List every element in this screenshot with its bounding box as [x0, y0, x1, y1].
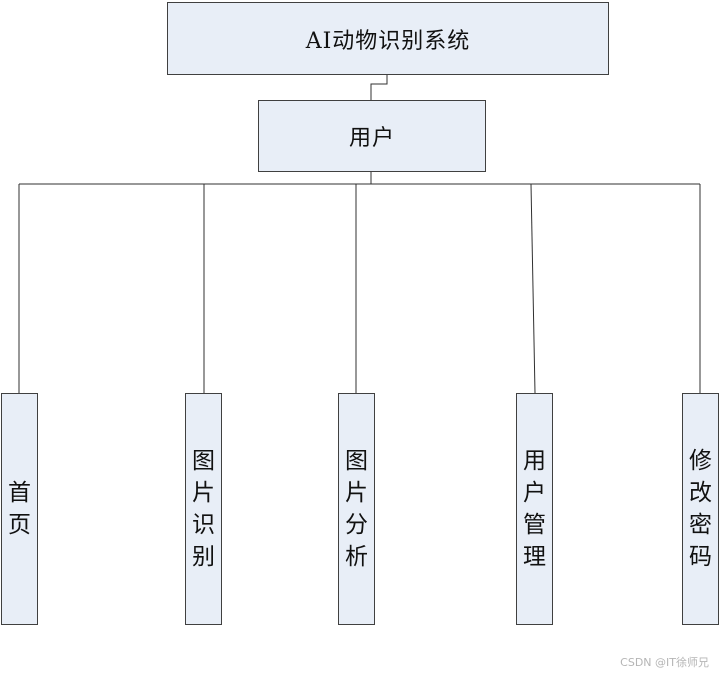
connector-drop-4	[530, 183, 536, 394]
node-module-user-management-label: 用户管理	[523, 448, 546, 570]
watermark: CSDN @IT徐师兄	[620, 656, 709, 669]
node-module-image-analysis: 图片分析	[338, 393, 375, 625]
node-module-home-label: 首页	[8, 480, 31, 538]
node-root: AI动物识别系统	[167, 2, 609, 75]
node-module-home: 首页	[1, 393, 38, 625]
node-user-label: 用户	[348, 126, 395, 151]
node-module-change-password-label: 修改密码	[689, 448, 712, 570]
node-module-user-management: 用户管理	[516, 393, 553, 625]
node-root-label: AI动物识别系统	[305, 28, 471, 54]
node-user: 用户	[258, 100, 486, 172]
node-module-image-analysis-label: 图片分析	[345, 448, 368, 570]
node-module-image-recognition-label: 图片识别	[192, 448, 215, 570]
connector-root-user	[370, 75, 388, 100]
node-module-image-recognition: 图片识别	[185, 393, 222, 625]
node-module-change-password: 修改密码	[682, 393, 719, 625]
